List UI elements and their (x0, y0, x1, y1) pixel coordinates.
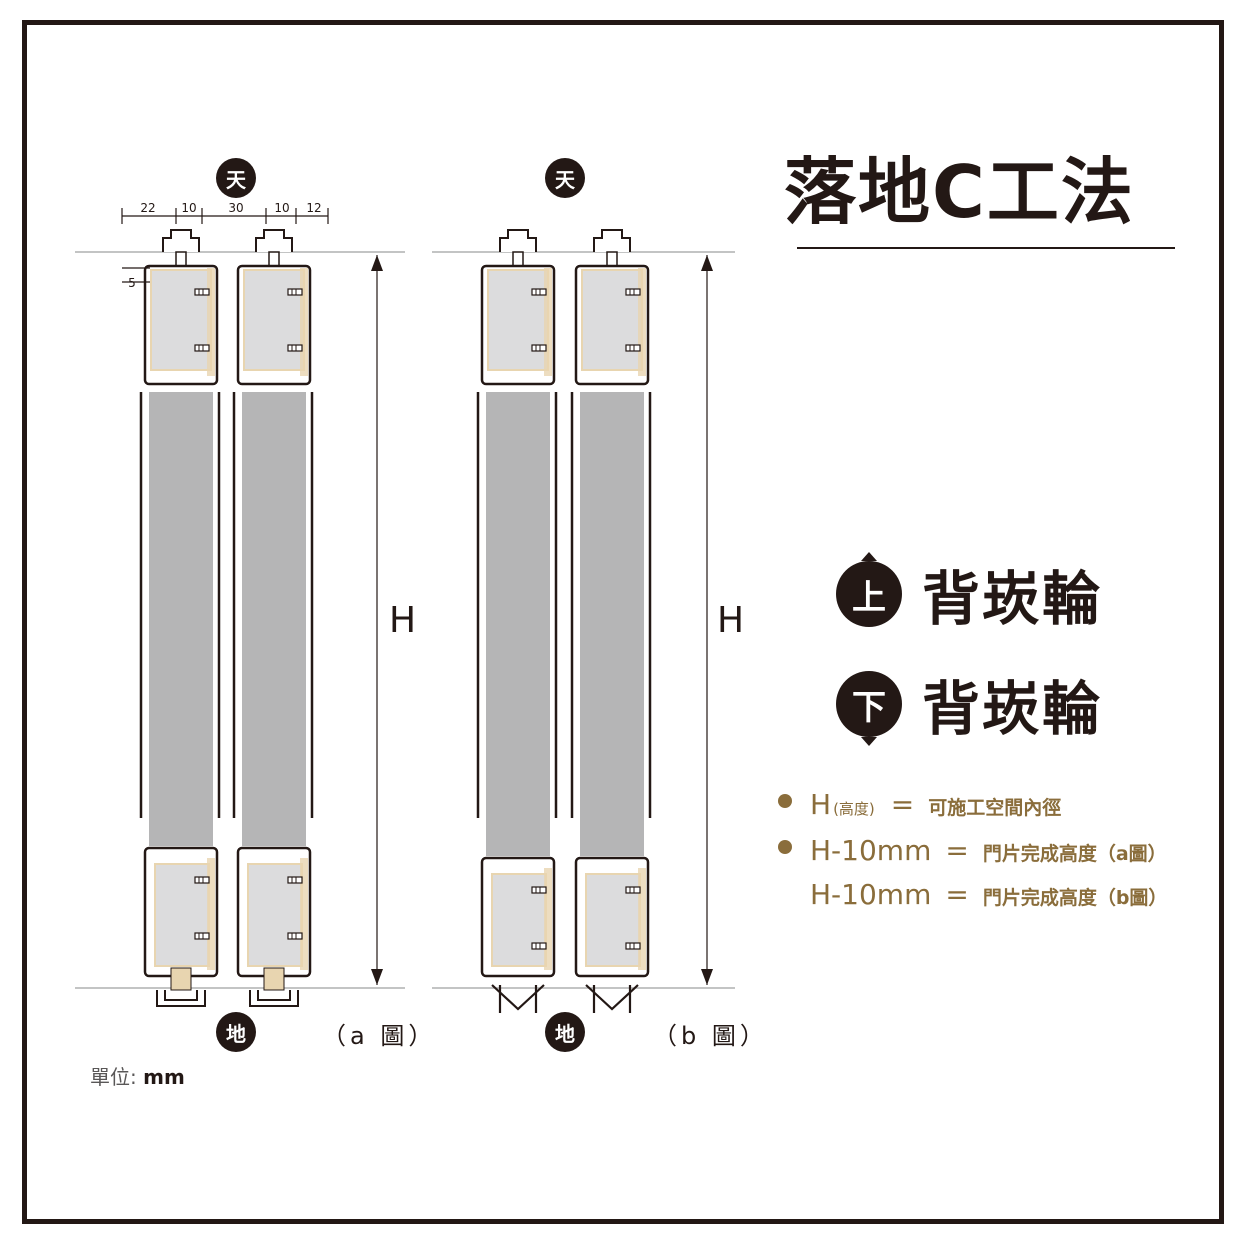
door-panel (242, 392, 306, 846)
dim-5: 5 (128, 276, 136, 290)
floor-track (156, 990, 206, 1007)
dim-30: 30 (228, 201, 243, 215)
screw-icon (625, 344, 641, 352)
figure-label-a: （a 圖） (322, 1022, 437, 1050)
screw-icon (194, 288, 210, 296)
title-underline (797, 247, 1175, 249)
floor-mark-a: 地 (216, 1012, 256, 1052)
top-guide (162, 229, 200, 252)
screw-icon (531, 942, 547, 950)
dim-10-left: 10 (181, 201, 196, 215)
screw-icon (287, 288, 303, 296)
bottom-wheel-badge: 下 (836, 671, 902, 746)
floor-guide (170, 967, 192, 991)
screw-icon (194, 344, 210, 352)
unit-value: mm (143, 1065, 185, 1089)
top-wheel-block (243, 269, 305, 371)
door-panel (486, 392, 550, 856)
height-label-b: H (717, 600, 745, 641)
door-panel (580, 392, 644, 856)
bottom-wheel-label: 背崁輪 (922, 675, 1103, 743)
figure-label-b: （b 圖） (653, 1022, 768, 1050)
dim-10-right: 10 (274, 201, 289, 215)
floor-track (491, 984, 545, 1013)
top-wheel-badge: 上 (836, 552, 902, 627)
ceiling-mark-a: 天 (216, 158, 256, 198)
screw-icon (194, 932, 210, 940)
floor-ceiling-lines (75, 251, 735, 989)
screw-icon (194, 876, 210, 884)
caret-down-icon (861, 737, 877, 746)
floor-guide (263, 967, 285, 991)
top-wheel-label: 背崁輪 (922, 565, 1103, 633)
top-wheel-block (150, 269, 212, 371)
top-guide (255, 229, 293, 252)
unit-note: 單位: mm (90, 1061, 185, 1090)
dim-12: 12 (306, 201, 321, 215)
screw-icon (287, 876, 303, 884)
unit-label: 單位: (90, 1065, 137, 1089)
page-title: 落地C工法 (784, 150, 1135, 234)
caret-up-icon (861, 552, 877, 561)
top-wheel-block (487, 269, 549, 371)
screw-icon (531, 886, 547, 894)
top-guide (593, 229, 631, 252)
note-door-height-a: H-10mm =門片完成高度（a圖） (778, 834, 1167, 867)
screw-icon (531, 344, 547, 352)
door-panel (149, 392, 213, 846)
top-guide (499, 229, 537, 252)
screw-icon (531, 288, 547, 296)
floor-track (249, 990, 299, 1007)
outer-frame (22, 20, 1224, 1224)
top-wheel-block (581, 269, 643, 371)
ceiling-mark-b: 天 (545, 158, 585, 198)
floor-mark-b: 地 (545, 1012, 585, 1052)
dimension-lines (121, 208, 708, 985)
dim-22: 22 (140, 201, 155, 215)
bullet-icon (778, 794, 792, 808)
wheel-row-top: 上 背崁輪 (836, 552, 1102, 636)
screw-icon (287, 932, 303, 940)
screw-icon (287, 344, 303, 352)
wheel-row-bottom: 下 背崁輪 (836, 662, 1102, 746)
height-label-a: H (389, 600, 417, 641)
note-door-height-b: H-10mm =門片完成高度（b圖） (810, 878, 1168, 911)
screw-icon (625, 886, 641, 894)
floor-track (585, 984, 639, 1013)
note-height: H(高度) =可施工空間內徑 (778, 788, 1061, 821)
screw-icon (625, 288, 641, 296)
screw-icon (625, 942, 641, 950)
bullet-icon (778, 840, 792, 854)
dimension-arrows (371, 255, 713, 985)
